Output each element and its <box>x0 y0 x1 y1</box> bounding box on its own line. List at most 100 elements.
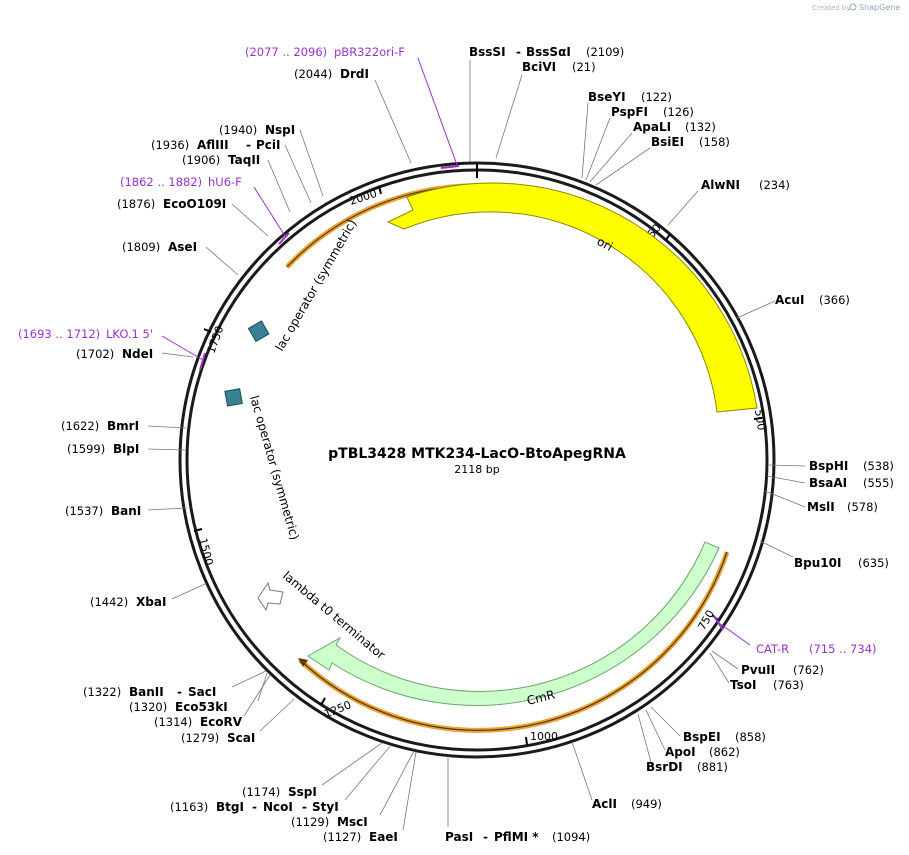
site-apoi[interactable]: ApoI (862) <box>665 745 740 759</box>
site-taqii[interactable]: (1906) TaqII <box>182 153 260 167</box>
site-position: (1442) <box>90 595 128 609</box>
site-bsphi[interactable]: BspHI (538) <box>809 459 894 473</box>
site-pasi[interactable]: PasI - PflMI * (1094) <box>445 830 590 844</box>
site-pspfi[interactable]: PspFI (126) <box>611 105 694 119</box>
leader-line <box>374 79 412 164</box>
site-position: (1702) <box>76 347 114 361</box>
site-separator: - <box>177 685 182 699</box>
site-msci[interactable]: (1129) MscI <box>291 815 368 829</box>
site-bseyi[interactable]: BseYI (122) <box>588 90 672 104</box>
site-acli[interactable]: AclI (949) <box>592 797 662 811</box>
primer-lko1-5[interactable]: (1693 .. 1712) LKO.1 5' <box>18 327 153 341</box>
leader-line <box>379 750 415 816</box>
site-name: BciVI <box>522 60 556 74</box>
site-position: (1622) <box>61 419 99 433</box>
site-eco53ki[interactable]: (1320) Eco53kI <box>129 700 228 714</box>
ruler-tick-label: 1250 <box>322 698 353 721</box>
site-name: BsiEI <box>651 135 684 149</box>
site-tsoi[interactable]: TsoI (763) <box>730 678 804 692</box>
primer-bar <box>199 352 206 371</box>
leader-line <box>161 352 194 358</box>
feature-cmr[interactable] <box>307 541 720 706</box>
site-name: BspEI <box>683 730 721 744</box>
site-bmri[interactable]: (1622) BmrI <box>61 419 139 433</box>
leader-line <box>147 425 187 429</box>
feature-ori[interactable] <box>386 182 758 413</box>
site-name: AflIII <box>197 138 229 152</box>
ruler-tick-label: 500 <box>752 409 768 432</box>
site-bani[interactable]: (1537) BanI <box>65 504 141 518</box>
primer-range: (715 .. 734) <box>809 642 877 656</box>
site-position: (881) <box>697 760 728 774</box>
site-acui[interactable]: AcuI (366) <box>775 293 850 307</box>
site-asei[interactable]: (1809) AseI <box>122 240 197 254</box>
site-position: (158) <box>699 135 730 149</box>
site-scai[interactable]: (1279) ScaI <box>181 731 255 745</box>
site-position: (862) <box>709 745 740 759</box>
site-msli[interactable]: MslI (578) <box>807 500 878 514</box>
primer-cat-r[interactable]: CAT-R (715 .. 734) <box>756 642 877 656</box>
site-name: Eco53kI <box>175 700 228 714</box>
site-bspei[interactable]: BspEI (858) <box>683 730 766 744</box>
leader-line <box>667 190 699 226</box>
primer-bar <box>278 232 290 245</box>
site-pvuii[interactable]: PvuII (762) <box>741 663 824 677</box>
site-bpu10i[interactable]: Bpu10I (635) <box>794 556 889 570</box>
site-name: MslI <box>807 500 835 514</box>
site-position: (763) <box>773 678 804 692</box>
leader-line <box>495 74 523 159</box>
site-position: (1279) <box>181 731 219 745</box>
primer-hu6-f[interactable]: (1862 .. 1882) hU6-F <box>120 175 242 189</box>
site-ecoo109i[interactable]: (1876) EcoO109I <box>117 197 226 211</box>
site-alwni[interactable]: AlwNI (234) <box>701 178 790 192</box>
ruler-tick-mark <box>753 417 763 420</box>
site-name: AclI <box>592 797 617 811</box>
leader-line <box>321 742 383 786</box>
ruler-tick-mark <box>525 736 528 746</box>
primer-leader-line <box>253 186 286 237</box>
site-ndei[interactable]: (1702) NdeI <box>76 347 153 361</box>
site-position: (635) <box>858 556 889 570</box>
feature-lac-operator-1[interactable] <box>247 320 270 343</box>
feature-label-lac-operator-2: lac operator (symmetric) <box>247 394 302 542</box>
site-banii[interactable]: (1322) BanII - SacI <box>83 685 216 699</box>
site-name: TaqII <box>228 153 260 167</box>
ruler-tick-label: 1750 <box>205 324 227 355</box>
site-nspi[interactable]: (1940) NspI <box>219 123 295 137</box>
leader-line <box>344 744 392 801</box>
site-position: (1094) <box>552 830 590 844</box>
site-position: (126) <box>663 105 694 119</box>
site-sspi[interactable]: (1174) SspI <box>242 785 317 799</box>
plasmid-title: pTBL3428 MTK234-LacO-BtoApegRNA <box>328 446 626 462</box>
site-name: BspHI <box>809 459 848 473</box>
site-drdi[interactable]: (2044) DrdI <box>294 67 369 81</box>
site-name: EcoRV <box>200 715 243 729</box>
leader-line <box>171 583 206 600</box>
site-apali[interactable]: ApaLI (132) <box>633 120 716 134</box>
site-eaei[interactable]: (1127) EaeI <box>323 830 398 844</box>
feature-lac-operator-2[interactable] <box>224 388 243 407</box>
site-bsiei[interactable]: BsiEI (158) <box>651 135 730 149</box>
site-name: MscI <box>337 815 368 829</box>
site-name: ApoI <box>665 745 696 759</box>
feature-lambda-t0-terminator[interactable] <box>257 581 284 612</box>
site-name: BssSI <box>469 45 506 59</box>
site-blpi[interactable]: (1599) BlpI <box>67 442 139 456</box>
site-name-2: PciI <box>256 138 281 152</box>
primer-pbr322ori-f[interactable]: (2077 .. 2096) pBR322ori-F <box>245 45 405 59</box>
site-name: ScaI <box>227 731 255 745</box>
site-xbai[interactable]: (1442) XbaI <box>90 595 166 609</box>
site-btgi[interactable]: (1163) BtgI - NcoI - StyI <box>170 800 339 814</box>
site-position: (555) <box>863 476 894 490</box>
site-bsrdi[interactable]: BsrDI (881) <box>646 760 728 774</box>
site-position: (1127) <box>323 830 361 844</box>
site-bsssi[interactable]: BssSI - BssSαI (2109) <box>469 45 624 59</box>
site-bcivi[interactable]: BciVI (21) <box>522 60 596 74</box>
primer-name: hU6-F <box>208 175 242 189</box>
site-ecorv[interactable]: (1314) EcoRV <box>154 715 243 729</box>
site-bsaai[interactable]: BsaAI (555) <box>809 476 894 490</box>
site-afliii[interactable]: (1936) AflIII - PciI <box>151 138 281 152</box>
ruler-tick-mark <box>320 697 326 706</box>
site-separator: - <box>516 45 521 59</box>
site-name: AlwNI <box>701 178 740 192</box>
